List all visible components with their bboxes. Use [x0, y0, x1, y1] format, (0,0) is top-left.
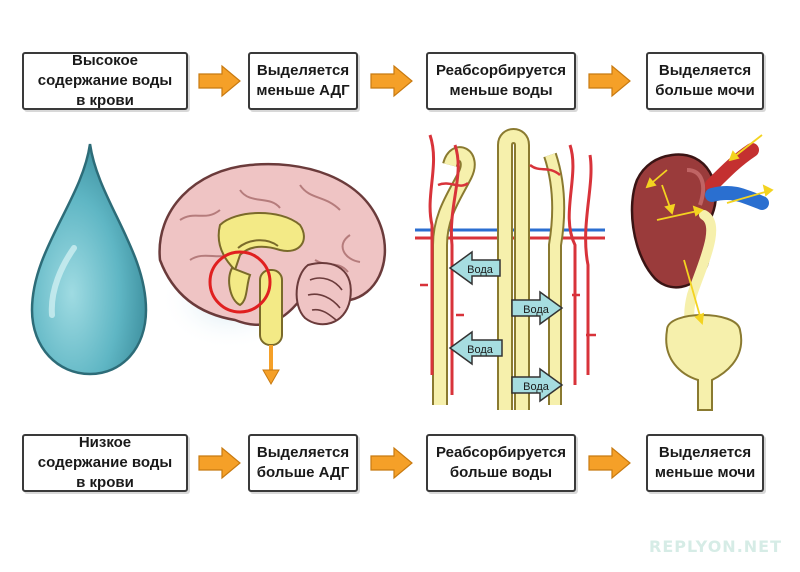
top-box-less-reabsorbed-label: Реабсорбируется меньше воды	[435, 62, 567, 99]
water-arrow-4: Вода	[511, 367, 564, 403]
nephron-illustration: Вода Вода Вода Вода	[415, 128, 605, 410]
flow-arrow-bottom-1	[198, 446, 241, 480]
bottom-box-more-reabsorbed: Реабсорбируется больше воды	[426, 434, 576, 492]
water-arrow-1: Вода	[448, 250, 501, 286]
brain-illustration	[158, 162, 387, 386]
water-drop-illustration	[30, 143, 148, 376]
water-arrow-2: Вода	[511, 290, 564, 326]
water-label-4: Вода	[523, 381, 550, 393]
top-box-less-adh-label: Выделяется меньше АДГ	[256, 62, 350, 99]
water-label-1: Вода	[467, 264, 494, 276]
bottom-box-more-adh-label: Выделяется больше АДГ	[256, 444, 350, 481]
bottom-box-less-urine-label: Выделяется меньше мочи	[654, 444, 756, 481]
top-box-less-reabsorbed: Реабсорбируется меньше воды	[426, 52, 576, 110]
top-box-more-urine-label: Выделяется больше мочи	[655, 62, 755, 99]
flow-arrow-top-3	[588, 64, 631, 98]
flow-arrow-top-2	[370, 64, 413, 98]
kidney-bladder-illustration	[630, 134, 774, 411]
flow-arrow-top-1	[198, 64, 241, 98]
water-arrow-3: Вода	[448, 330, 503, 366]
water-label-3: Вода	[467, 344, 494, 356]
water-label-2: Вода	[523, 304, 550, 316]
bottom-box-less-urine: Выделяется меньше мочи	[646, 434, 764, 492]
bottom-box-more-reabsorbed-label: Реабсорбируется больше воды	[435, 444, 567, 481]
watermark: REPLYON.NET	[649, 537, 782, 556]
flow-arrow-bottom-3	[588, 446, 631, 480]
top-box-high-water: Высокое содержание воды в крови	[22, 52, 188, 110]
top-box-more-urine: Выделяется больше мочи	[646, 52, 764, 110]
top-box-less-adh: Выделяется меньше АДГ	[248, 52, 358, 110]
bottom-box-low-water-label: Низкое содержание воды в крови	[37, 434, 173, 491]
bottom-box-low-water: Низкое содержание воды в крови	[22, 434, 188, 492]
top-box-high-water-label: Высокое содержание воды в крови	[37, 52, 173, 109]
bottom-box-more-adh: Выделяется больше АДГ	[248, 434, 358, 492]
flow-arrow-bottom-2	[370, 446, 413, 480]
